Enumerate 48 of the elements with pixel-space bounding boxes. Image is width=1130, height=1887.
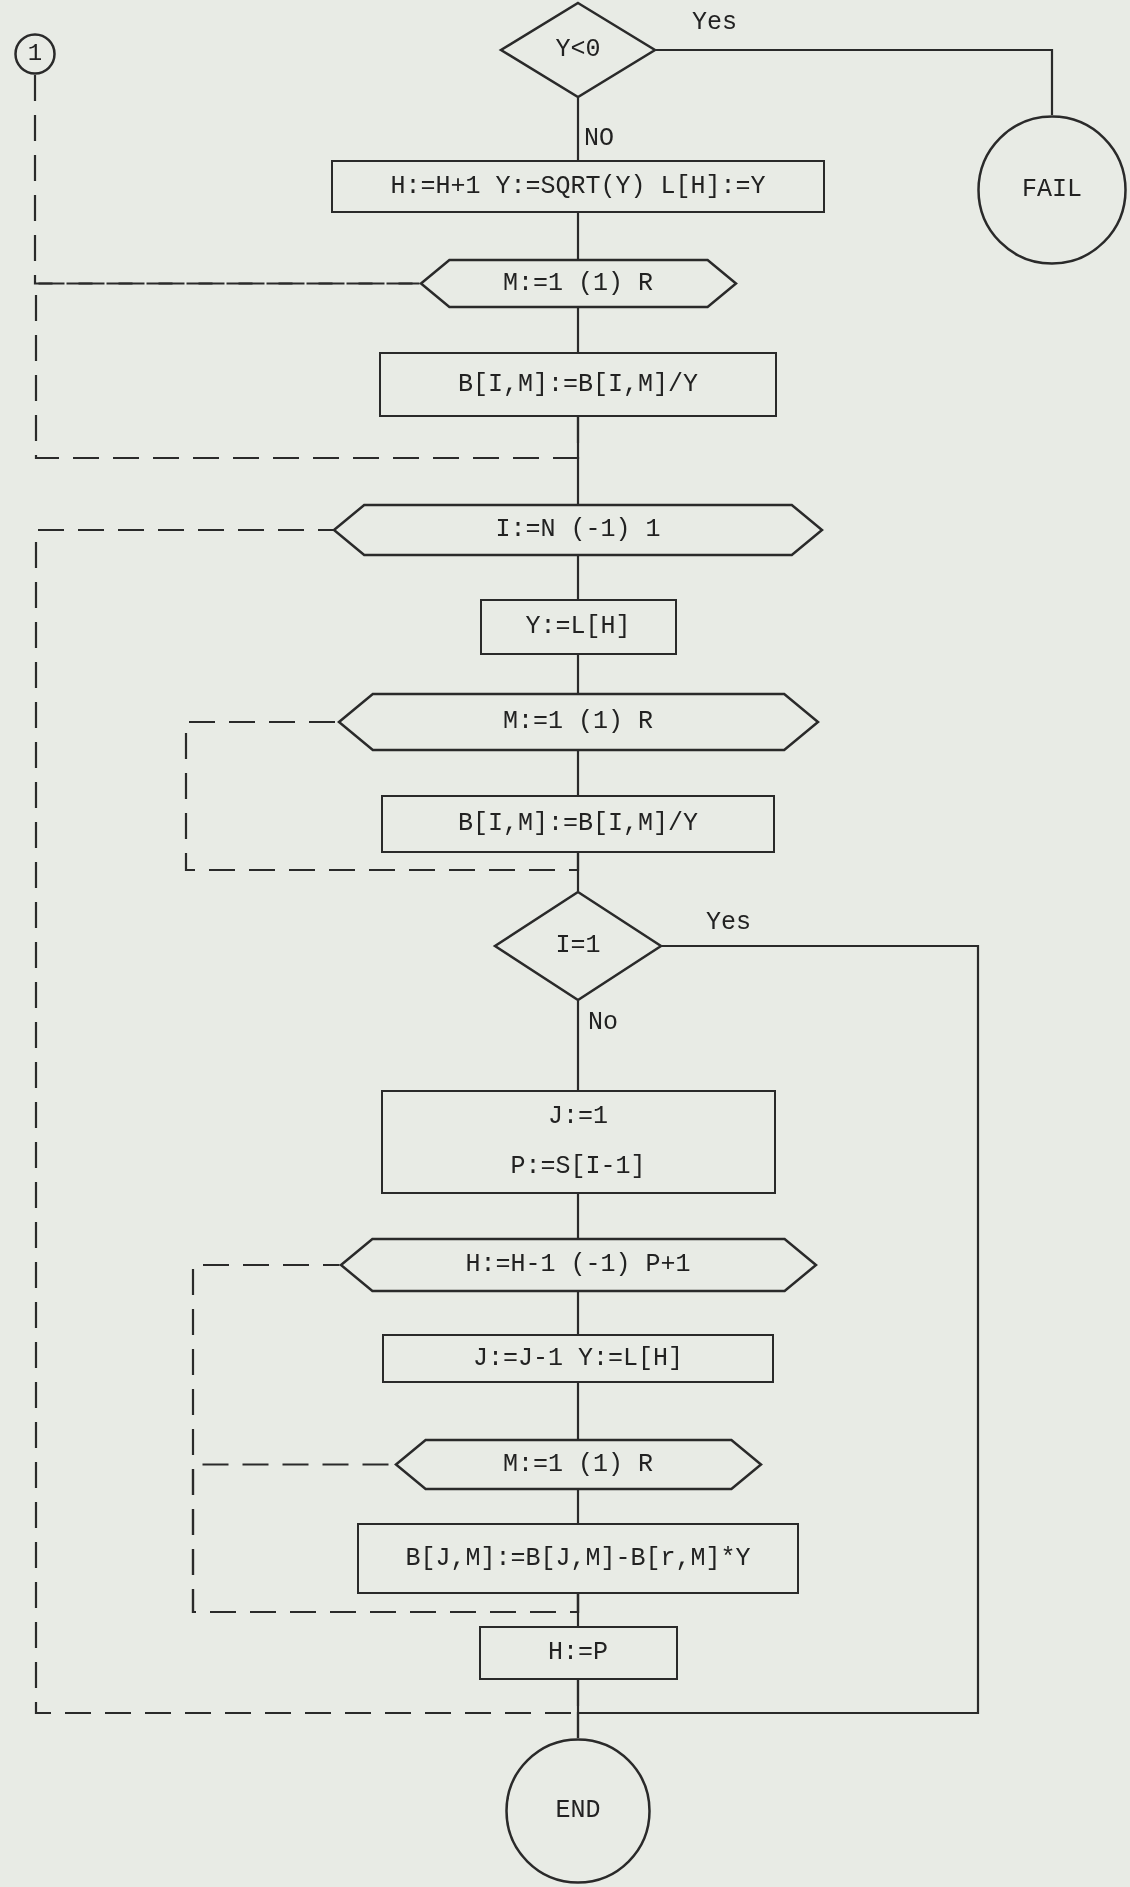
flow-line (576, 213, 580, 259)
process-box (380, 1090, 776, 1194)
flow-line (576, 1194, 580, 1238)
step-text: B[I,M]:=B[I,M]/Y (457, 809, 698, 839)
flow-line (656, 48, 1054, 115)
flow-line (576, 98, 580, 160)
edge-label: Yes (692, 8, 737, 38)
flow-line (576, 556, 580, 599)
process-box (381, 795, 775, 853)
process-box (357, 1523, 799, 1594)
step-text: H:=P (548, 1638, 608, 1668)
process-box (331, 160, 825, 213)
step-text: J:=J-1 Y:=L[H] (472, 1343, 683, 1374)
process-box (478, 1626, 678, 1680)
process-box (379, 352, 777, 417)
step-text: P:=S[I-1] (510, 1152, 646, 1182)
flow-line (576, 751, 580, 795)
flow-line (576, 655, 580, 693)
flow-line (576, 944, 980, 1738)
loop-return-line (191, 1263, 580, 1614)
step-text: B[I,M]:=B[I,M]/Y (457, 369, 698, 400)
flow-line (576, 308, 580, 352)
condition-text: I=1 (555, 931, 601, 961)
loop-text: H:=H-1 (-1) P+1 (465, 1250, 691, 1280)
flow-line (576, 1292, 580, 1334)
step-text: Y:=L[H] (525, 612, 631, 642)
flow-line (576, 1001, 580, 1090)
condition-text: Y<0 (555, 35, 601, 65)
terminal-text: END (555, 1796, 601, 1826)
loop-return-line (34, 282, 580, 460)
edge-label: Yes (706, 908, 751, 938)
terminal-text: FAIL (1022, 175, 1082, 205)
edge-label: NO (584, 124, 614, 154)
flow-line (576, 1383, 580, 1439)
loop-text: M:=1 (1) R (503, 707, 653, 737)
edge-label: No (588, 1008, 618, 1038)
flow-line (576, 1490, 580, 1523)
process-box (479, 599, 677, 655)
step-text: H:=H+1 Y:=SQRT(Y) L[H]:=Y (390, 171, 766, 202)
terminal-text: 1 (27, 39, 43, 69)
loop-text: M:=1 (1) R (503, 1449, 653, 1480)
step-text: J:=1 (548, 1102, 608, 1132)
loop-text: I:=N (-1) 1 (495, 515, 661, 545)
step-text: B[J,M]:=B[J,M]-B[r,M]*Y (405, 1543, 751, 1574)
process-box (382, 1334, 774, 1383)
loop-return-line (34, 528, 580, 1715)
loop-text: M:=1 (1) R (503, 268, 653, 299)
loop-return-line (184, 720, 580, 872)
